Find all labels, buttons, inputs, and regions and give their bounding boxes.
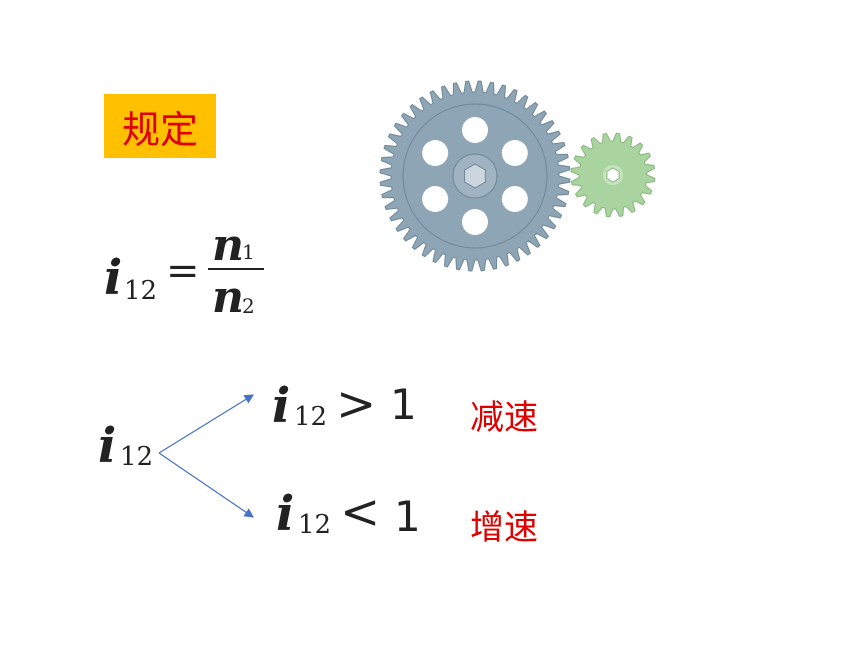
equals-sign: = bbox=[166, 248, 200, 294]
less-operator: < bbox=[340, 484, 381, 540]
greater-value: 1 bbox=[390, 380, 417, 429]
less-symbol: i bbox=[276, 486, 295, 542]
less-value: 1 bbox=[394, 492, 421, 541]
case-less: i 12 < 1 bbox=[276, 484, 436, 556]
large-gear-hole bbox=[501, 140, 528, 166]
numerator-symbol: n bbox=[212, 220, 244, 271]
root-symbol: i bbox=[98, 418, 117, 474]
greater-symbol: i bbox=[272, 378, 291, 434]
denominator-symbol: n bbox=[212, 272, 244, 323]
rule-tag: 规定 bbox=[104, 94, 216, 158]
ratio-definition: i 12 = n 1 n 2 bbox=[104, 220, 274, 348]
small-gear-hex bbox=[606, 167, 620, 183]
large-gear-hole bbox=[422, 140, 449, 166]
large-gear-hole bbox=[501, 186, 528, 212]
gears-illustration bbox=[379, 80, 656, 272]
large-gear-rim bbox=[402, 103, 548, 249]
lhs-subscript: 12 bbox=[124, 276, 158, 306]
less-subscript: 12 bbox=[298, 510, 332, 540]
deceleration-label: 减速 bbox=[470, 398, 538, 438]
numerator-subscript: 1 bbox=[242, 240, 255, 264]
large-gear-icon bbox=[379, 80, 571, 272]
large-gear-hex bbox=[464, 163, 486, 189]
lhs-symbol: i bbox=[104, 250, 123, 306]
greater-subscript: 12 bbox=[294, 402, 328, 432]
arrow-up bbox=[158, 394, 255, 454]
acceleration-label: 增速 bbox=[470, 508, 538, 548]
rule-tag-label: 规定 bbox=[121, 107, 198, 152]
small-gear-icon bbox=[570, 132, 656, 218]
greater-operator: > bbox=[336, 376, 377, 432]
branch-arrows bbox=[158, 394, 255, 518]
denominator-subscript: 2 bbox=[242, 294, 255, 318]
fraction-bar bbox=[208, 268, 264, 270]
root-subscript: 12 bbox=[120, 442, 154, 472]
case-greater: i 12 > 1 bbox=[272, 376, 432, 448]
large-gear-hole bbox=[422, 186, 449, 212]
large-gear-hole bbox=[462, 117, 488, 143]
cases-root: i 12 bbox=[98, 418, 158, 488]
large-gear-hole bbox=[462, 209, 488, 235]
arrow-down bbox=[158, 452, 254, 518]
